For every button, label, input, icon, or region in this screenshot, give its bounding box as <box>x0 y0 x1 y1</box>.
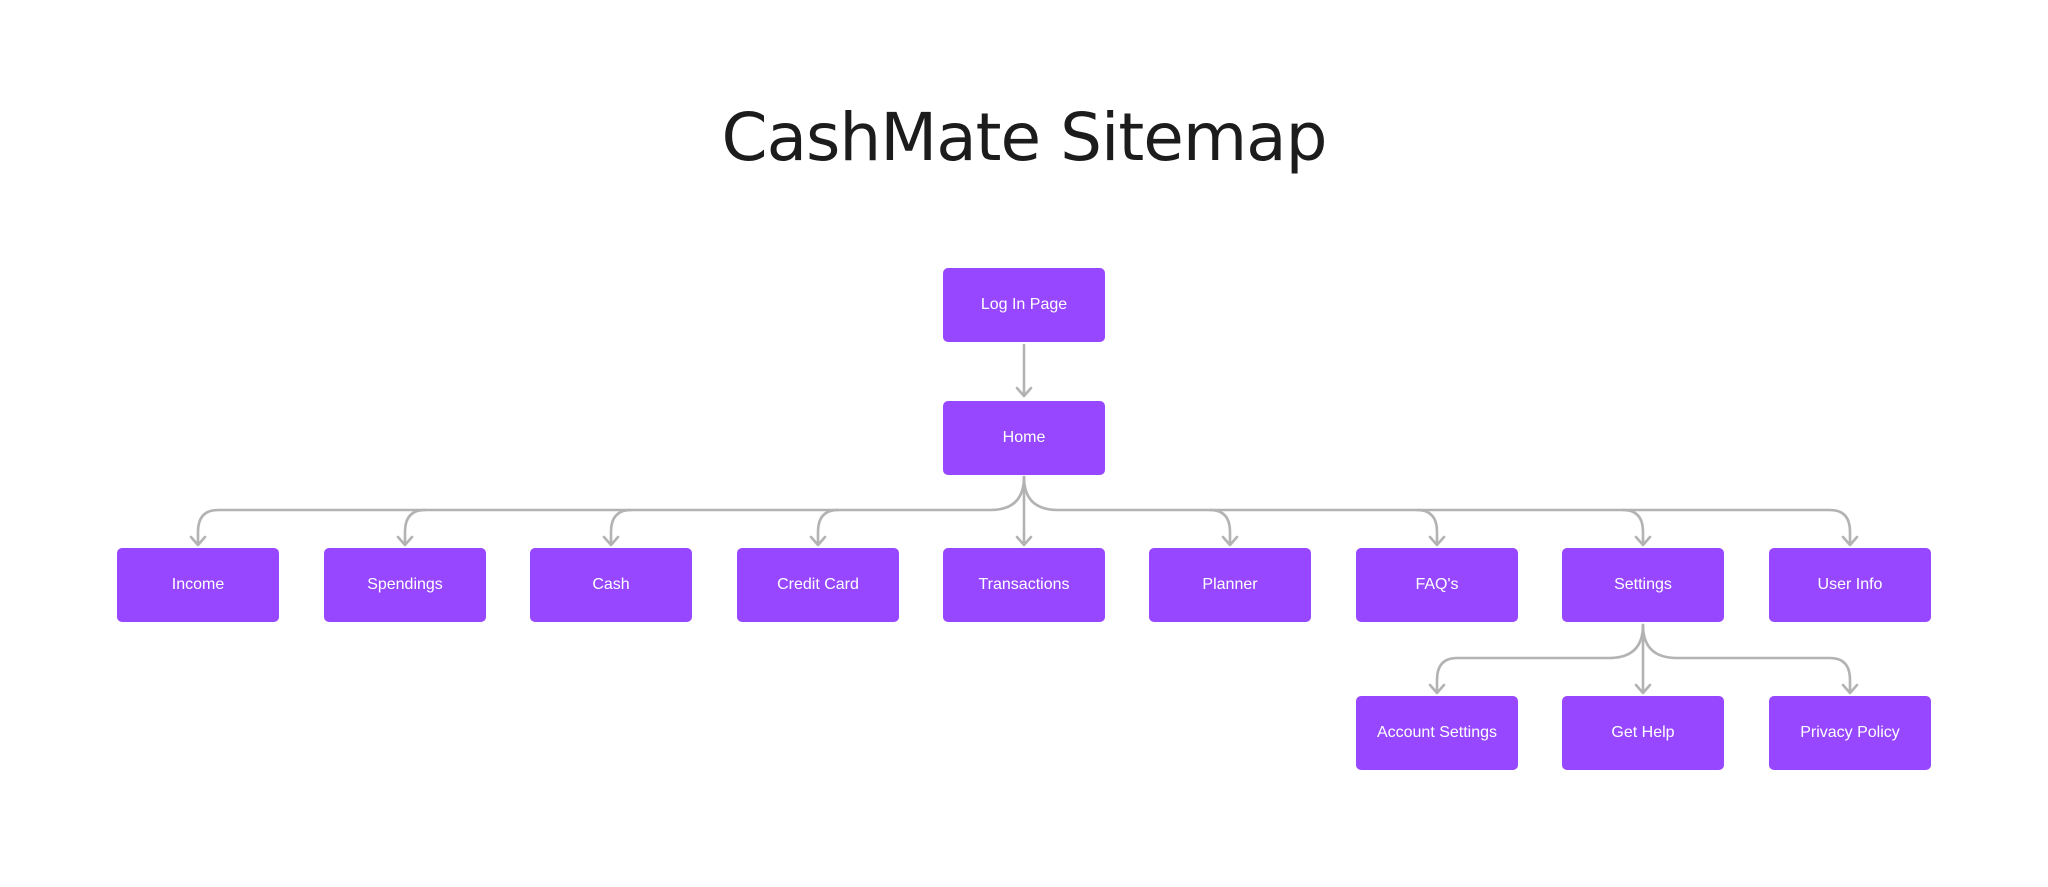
node-label: Income <box>171 576 225 593</box>
arrowhead-planner <box>1221 535 1239 547</box>
arrowhead-income <box>189 535 207 547</box>
node-label: Get Help <box>1611 724 1675 741</box>
arrowhead-transactions <box>1015 535 1033 547</box>
node-get-help[interactable]: Get Help <box>1562 696 1724 770</box>
connector-to-planner <box>1208 508 1232 545</box>
node-spendings[interactable]: Spendings <box>324 548 486 622</box>
node-label: Log In Page <box>980 296 1068 313</box>
node-planner[interactable]: Planner <box>1149 548 1311 622</box>
arrowhead-privacy-policy <box>1841 683 1859 695</box>
arrowhead-settings <box>1634 535 1652 547</box>
node-label: Transactions <box>978 576 1070 593</box>
arrowhead-get-help <box>1634 683 1652 695</box>
arrowhead-faqs <box>1428 535 1446 547</box>
node-faqs[interactable]: FAQ's <box>1356 548 1518 622</box>
arrowhead-spendings <box>396 535 414 547</box>
arrowhead-credit-card <box>809 535 827 547</box>
connector-home-bus <box>196 475 1026 545</box>
node-user-info[interactable]: User Info <box>1769 548 1931 622</box>
connector-to-credit-card <box>816 508 840 545</box>
connector-to-cash <box>609 508 633 545</box>
node-home[interactable]: Home <box>943 401 1105 475</box>
connector-settings-left <box>1435 623 1645 693</box>
connector-to-settings <box>1621 508 1645 545</box>
node-account-settings[interactable]: Account Settings <box>1356 696 1518 770</box>
node-label: Privacy Policy <box>1800 724 1900 741</box>
node-label: User Info <box>1817 576 1883 593</box>
node-label: Cash <box>592 576 630 593</box>
node-label: Spendings <box>367 576 443 593</box>
node-privacy-policy[interactable]: Privacy Policy <box>1769 696 1931 770</box>
connector-to-faqs <box>1415 508 1439 545</box>
arrowhead-account-settings <box>1428 683 1446 695</box>
arrowhead-user-info <box>1841 535 1859 547</box>
node-income[interactable]: Income <box>117 548 279 622</box>
node-credit-card[interactable]: Credit Card <box>737 548 899 622</box>
node-label: Planner <box>1202 576 1258 593</box>
node-log-in-page[interactable]: Log In Page <box>943 268 1105 342</box>
connector-home-bus-right <box>1022 475 1852 545</box>
node-transactions[interactable]: Transactions <box>943 548 1105 622</box>
node-cash[interactable]: Cash <box>530 548 692 622</box>
arrowhead-cash <box>602 535 620 547</box>
node-label: Home <box>1002 429 1046 446</box>
connector-settings-right <box>1641 623 1852 693</box>
arrowhead-home <box>1015 386 1033 398</box>
node-settings[interactable]: Settings <box>1562 548 1724 622</box>
connector-to-spendings <box>403 508 427 545</box>
page-title: CashMate Sitemap <box>721 99 1328 176</box>
node-label: Credit Card <box>777 576 859 593</box>
node-label: FAQ's <box>1415 576 1459 593</box>
node-label: Account Settings <box>1376 724 1498 741</box>
node-label: Settings <box>1614 576 1672 593</box>
